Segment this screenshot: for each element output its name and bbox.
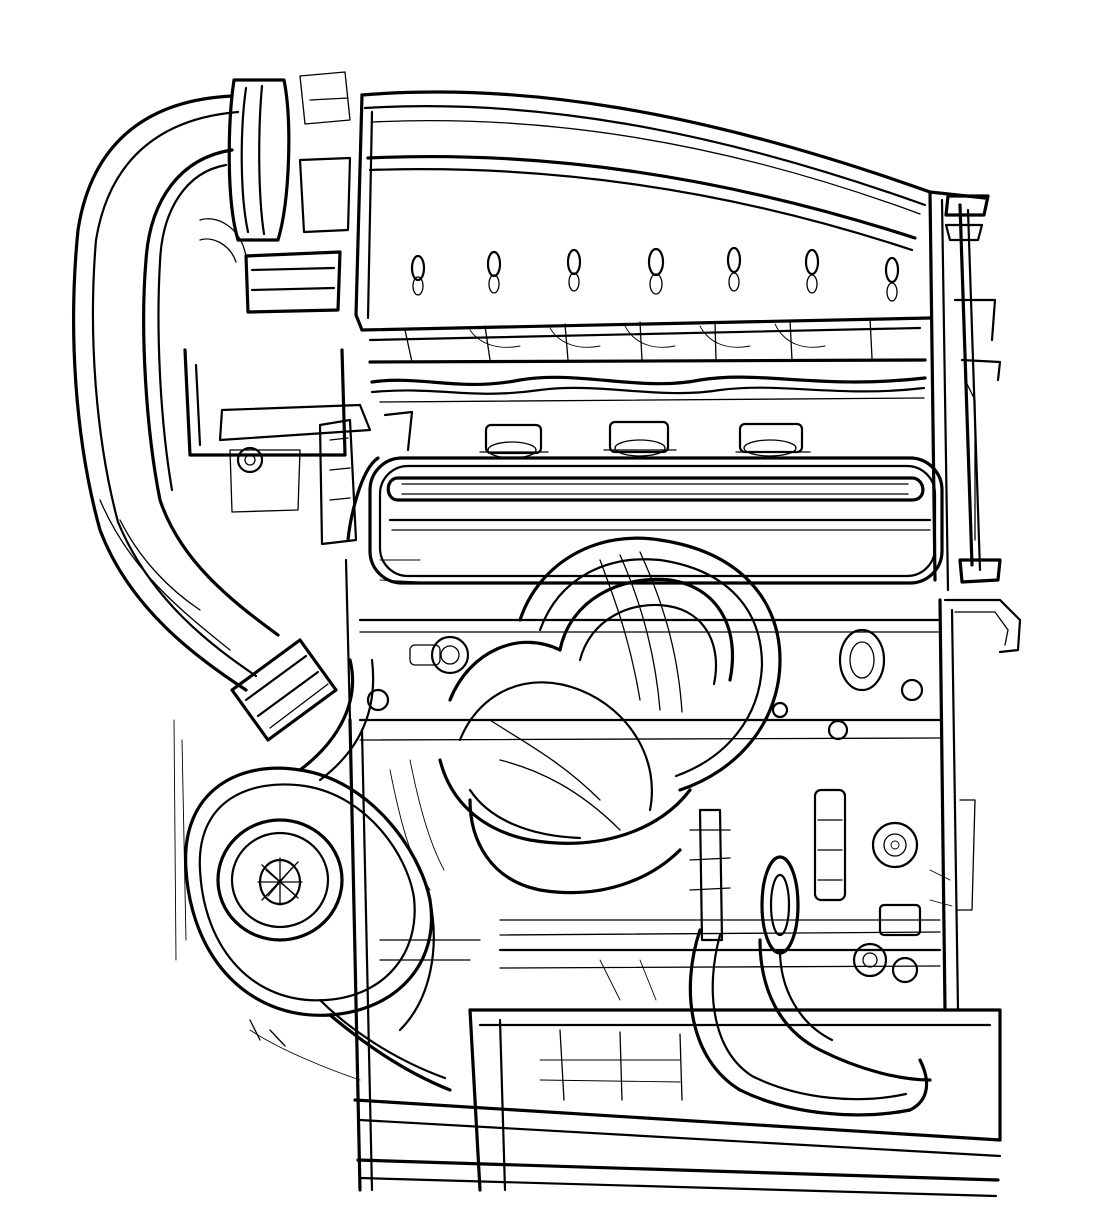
lower-hose [688,928,932,1117]
ink-layer [72,71,1022,1198]
intercooler-pipe [72,94,280,692]
alternator-bracket [183,348,414,546]
exhaust-manifold [438,536,782,895]
intake-runners [404,317,873,363]
tensioner-assembly [689,788,976,984]
pipe-coupler [230,638,338,742]
intake-plenum [354,90,987,403]
pulley-stack [199,71,352,314]
turbo-outlet [249,998,452,1092]
valve-cover [344,456,944,722]
detail-strokes [173,559,953,1083]
manifold-flange [358,618,942,741]
fuel-rail-right [928,190,1022,654]
turbocharger [184,658,435,1032]
fuel-injectors [410,246,900,302]
engine-block [348,598,1002,1198]
coil-packs [479,420,811,459]
